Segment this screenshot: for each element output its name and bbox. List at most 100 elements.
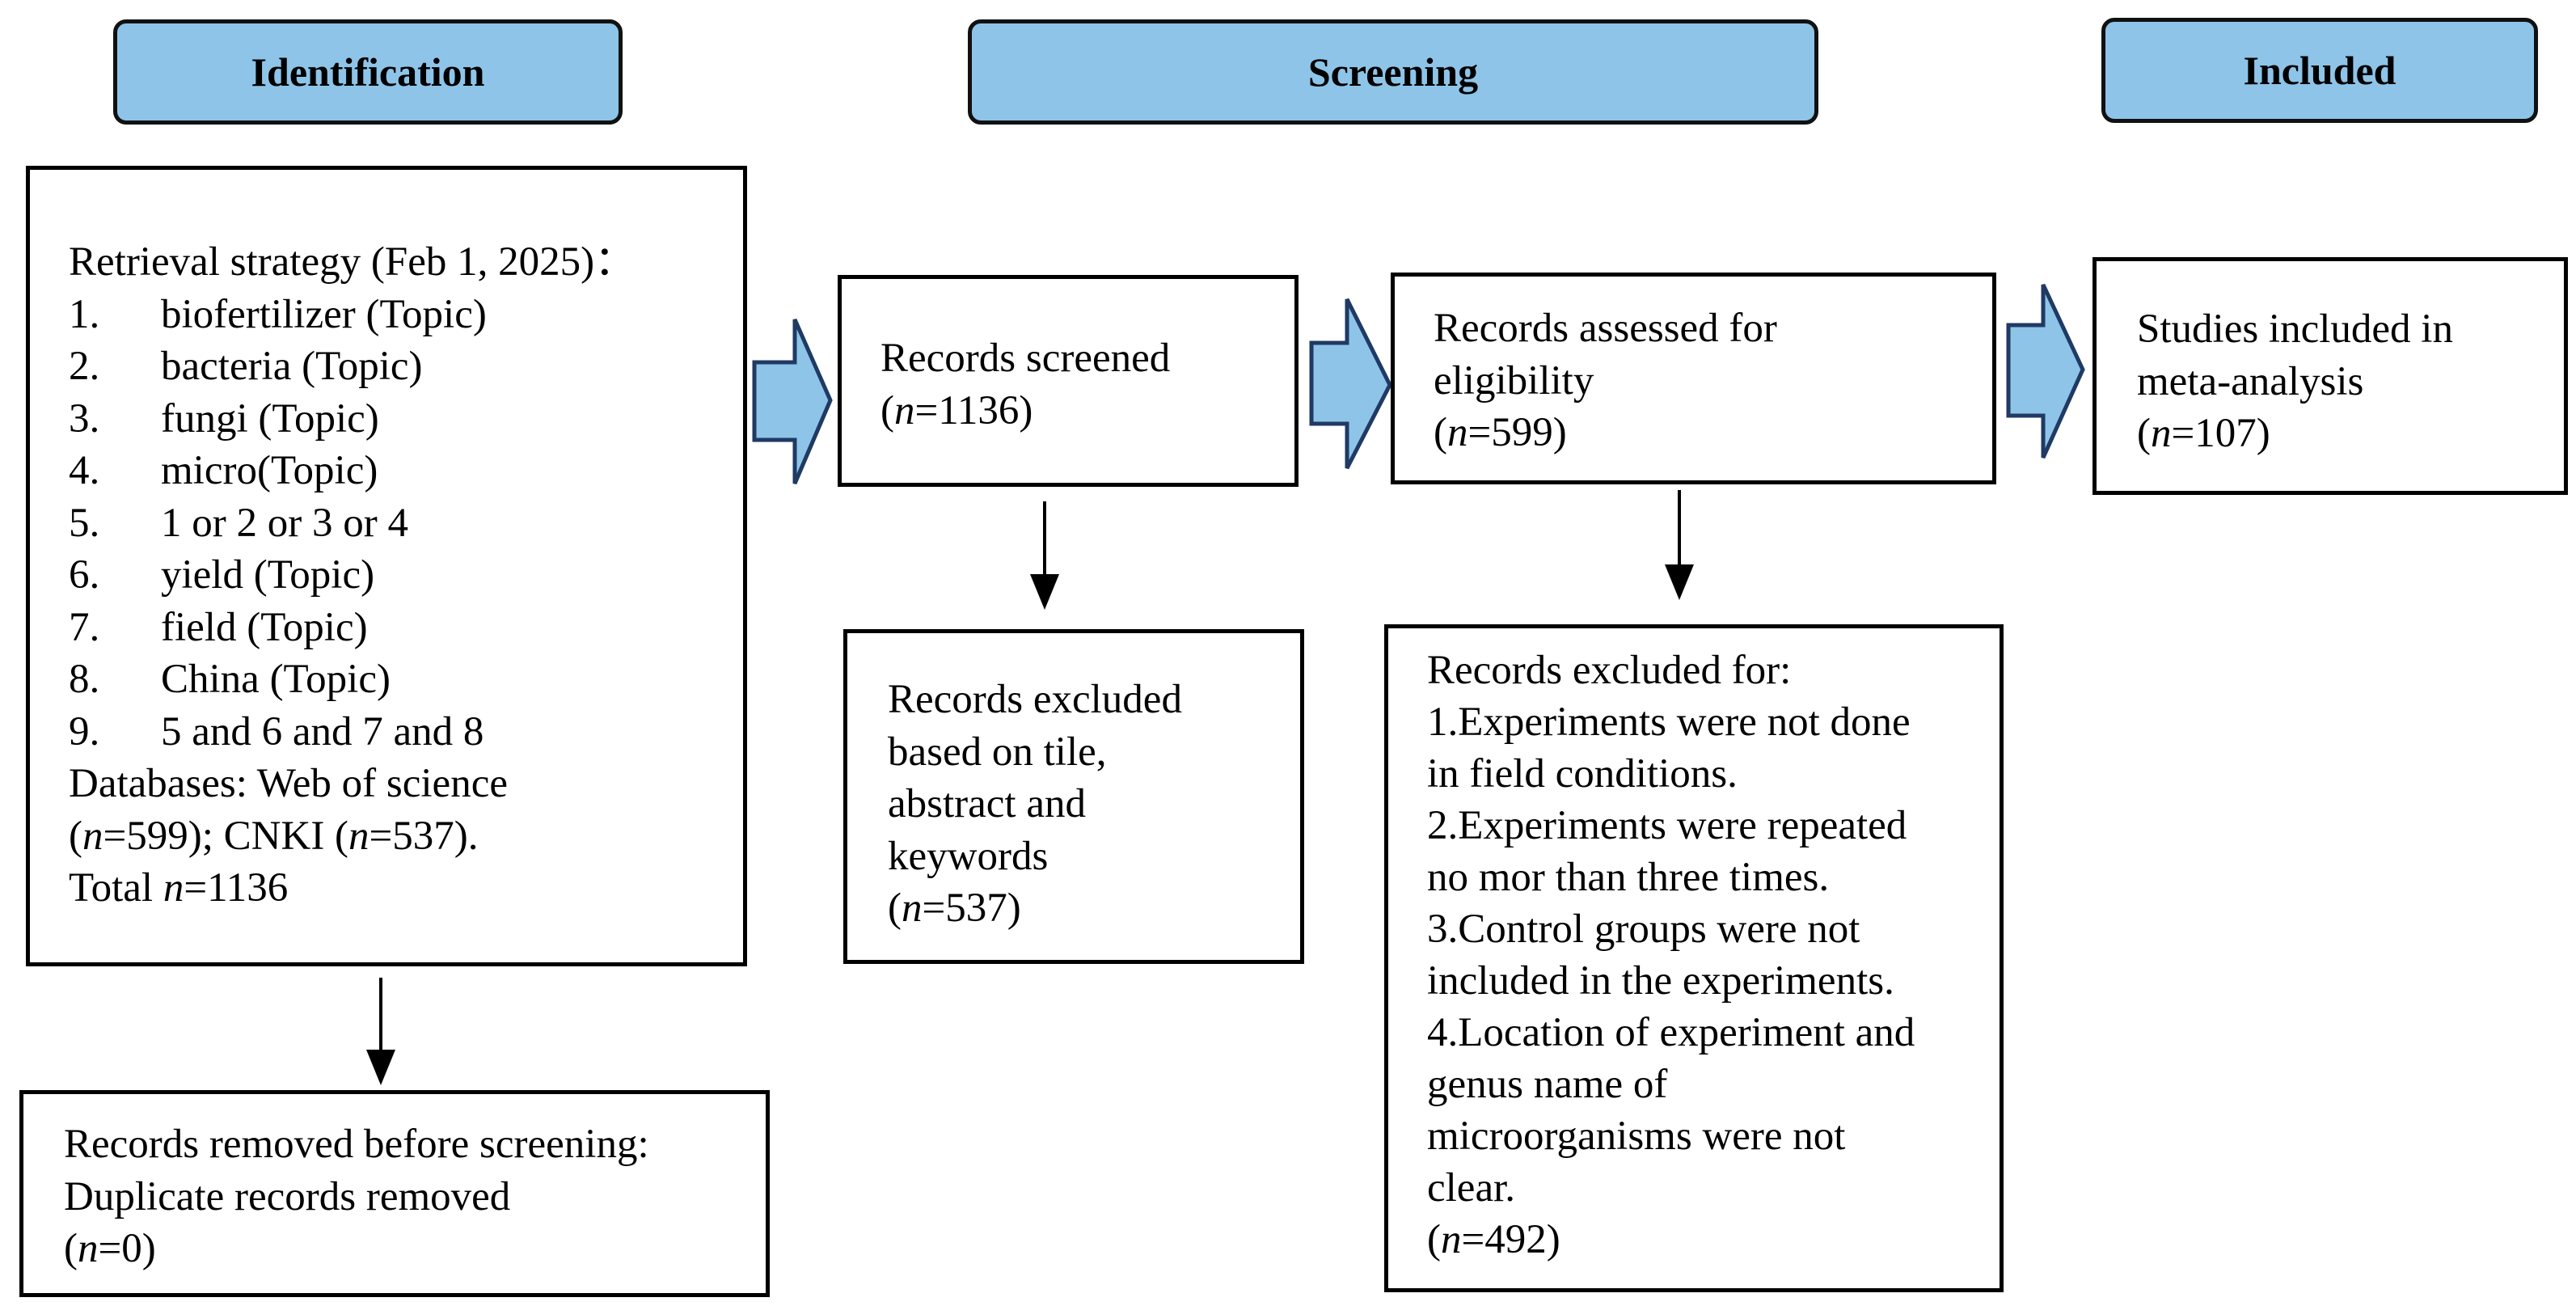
- phase-screening-label: Screening: [1307, 49, 1479, 95]
- included-line-2: meta-analysis: [2137, 358, 2364, 404]
- excluded-for-line: clear.: [1427, 1165, 1515, 1211]
- eligibility-value: =599): [1467, 410, 1567, 455]
- search-item-8: 8. China (Topic): [69, 653, 743, 706]
- search-item-text: micro(Topic): [161, 448, 378, 493]
- search-item-text: bacteria (Topic): [161, 344, 423, 389]
- n-symbol: n: [163, 865, 184, 911]
- excluded-for-line: no mor than three times.: [1427, 855, 1830, 900]
- eligibility-count: (n=599): [1434, 407, 1992, 459]
- n-symbol: n: [348, 813, 370, 859]
- paren: (: [888, 885, 902, 931]
- screened-count: (n=1136): [880, 385, 1294, 437]
- search-item-1: 1. biofertilizer (Topic): [69, 289, 743, 341]
- paren: (: [1434, 410, 1447, 455]
- excluded-for-line: included in the experiments.: [1427, 958, 1894, 1004]
- search-item-2: 2. bacteria (Topic): [69, 340, 743, 393]
- block-arrow-2: [1309, 298, 1392, 470]
- excluded-line-3: abstract and: [888, 781, 1086, 826]
- search-item-5: 5. 1 or 2 or 3 or 4: [69, 497, 743, 550]
- records-screened-box: Records screened (n=1136): [838, 275, 1299, 487]
- total-prefix: Total: [69, 865, 163, 911]
- search-item-text: biofertilizer (Topic): [161, 291, 487, 337]
- search-item-number: 4.: [69, 448, 100, 493]
- search-item-3: 3. fungi (Topic): [69, 393, 743, 446]
- removed-line-1: Records removed before screening:: [64, 1122, 649, 1167]
- excluded-for-value: =492): [1461, 1217, 1560, 1262]
- eligibility-line-2: eligibility: [1434, 357, 1594, 404]
- excluded-line-2: based on tile,: [888, 729, 1107, 775]
- phase-included: Included: [2101, 18, 2538, 123]
- screened-value: =1136): [914, 387, 1033, 433]
- databases-line: Databases: Web of science: [69, 761, 508, 806]
- included-box: Studies included in meta-analysis (n=107…: [2092, 257, 2568, 495]
- search-item-text: yield (Topic): [161, 552, 375, 598]
- search-item-text: fungi (Topic): [161, 395, 379, 442]
- search-item-4: 4. micro(Topic): [69, 445, 743, 497]
- cnki-count: =537).: [369, 813, 479, 859]
- paren: (: [1427, 1217, 1441, 1262]
- excluded-for-line: microorganisms were not: [1427, 1114, 1846, 1159]
- n-symbol: n: [1446, 410, 1468, 455]
- down-arrow-3-head: [1665, 564, 1694, 600]
- databases-counts: (n=599); CNKI (n=537).: [69, 810, 743, 863]
- total-value: =1136: [184, 865, 289, 911]
- wos-count: =599); CNKI (: [103, 813, 349, 859]
- screened-line-1: Records screened: [880, 336, 1171, 381]
- search-item-number: 2.: [69, 344, 100, 389]
- block-arrow-1: [752, 318, 833, 484]
- excluded-for-box: Records excluded for: 1.Experiments were…: [1384, 624, 2004, 1292]
- total-count: Total n=1136: [69, 862, 743, 915]
- excluded-value: =537): [922, 885, 1021, 931]
- search-item-number: 8.: [69, 657, 100, 702]
- search-item-text: China (Topic): [161, 657, 391, 702]
- search-item-number: 9.: [69, 708, 100, 754]
- search-item-number: 3.: [69, 395, 100, 442]
- n-symbol: n: [901, 885, 923, 931]
- block-arrow-3: [2006, 283, 2085, 459]
- excluded-line-4: keywords: [888, 833, 1049, 879]
- n-symbol: n: [82, 813, 103, 859]
- paren: (: [69, 813, 82, 859]
- search-item-number: 1.: [69, 291, 100, 337]
- phase-identification: Identification: [113, 19, 623, 125]
- records-removed-box: Records removed before screening: Duplic…: [19, 1090, 770, 1297]
- paren: (: [64, 1226, 78, 1271]
- search-item-text: field (Topic): [161, 604, 368, 650]
- search-item-number: 6.: [69, 552, 100, 598]
- search-item-number: 7.: [69, 604, 100, 650]
- included-value: =107): [2171, 411, 2270, 456]
- included-count: (n=107): [2137, 408, 2564, 460]
- excluded-for-line: 2.Experiments were repeated: [1427, 803, 1907, 848]
- excluded-for-line: genus name of: [1427, 1062, 1668, 1107]
- search-item-text: 5 and 6 and 7 and 8: [161, 708, 484, 754]
- n-symbol: n: [77, 1226, 99, 1271]
- n-symbol: n: [1440, 1217, 1462, 1262]
- down-arrow-1-head: [366, 1050, 395, 1085]
- search-item-text: 1 or 2 or 3 or 4: [161, 500, 408, 546]
- search-item-number: 5.: [69, 500, 100, 546]
- paren: (: [880, 387, 894, 433]
- removed-value: =0): [98, 1226, 156, 1271]
- phase-screening: Screening: [968, 19, 1818, 125]
- removed-count: (n=0): [64, 1223, 766, 1275]
- excluded-for-line: Records excluded for:: [1427, 648, 1792, 693]
- down-arrow-2-head: [1030, 574, 1059, 610]
- excluded-count: (n=537): [888, 882, 1300, 935]
- phase-identification-label: Identification: [251, 49, 485, 95]
- retrieval-strategy-title: Retrieval strategy (Feb 1, 2025)：: [69, 239, 636, 285]
- excluded-for-line: in field conditions.: [1427, 751, 1738, 797]
- search-item-7: 7. field (Topic): [69, 602, 743, 654]
- phase-included-label: Included: [2243, 48, 2397, 93]
- n-symbol: n: [893, 387, 915, 433]
- search-item-6: 6. yield (Topic): [69, 549, 743, 602]
- eligibility-box: Records assessed for eligibility (n=599): [1391, 273, 1996, 484]
- excluded-for-count: (n=492): [1427, 1214, 2000, 1266]
- eligibility-line-1: Records assessed for: [1434, 306, 1777, 351]
- excluded-for-line: 1.Experiments were not done: [1427, 699, 1911, 745]
- excluded-for-line: 3.Control groups were not: [1427, 907, 1860, 952]
- paren: (: [2137, 411, 2151, 456]
- excluded-for-line: 4.Location of experiment and: [1427, 1010, 1915, 1055]
- search-item-9: 9. 5 and 6 and 7 and 8: [69, 706, 743, 759]
- excluded-line-1: Records excluded: [888, 677, 1182, 722]
